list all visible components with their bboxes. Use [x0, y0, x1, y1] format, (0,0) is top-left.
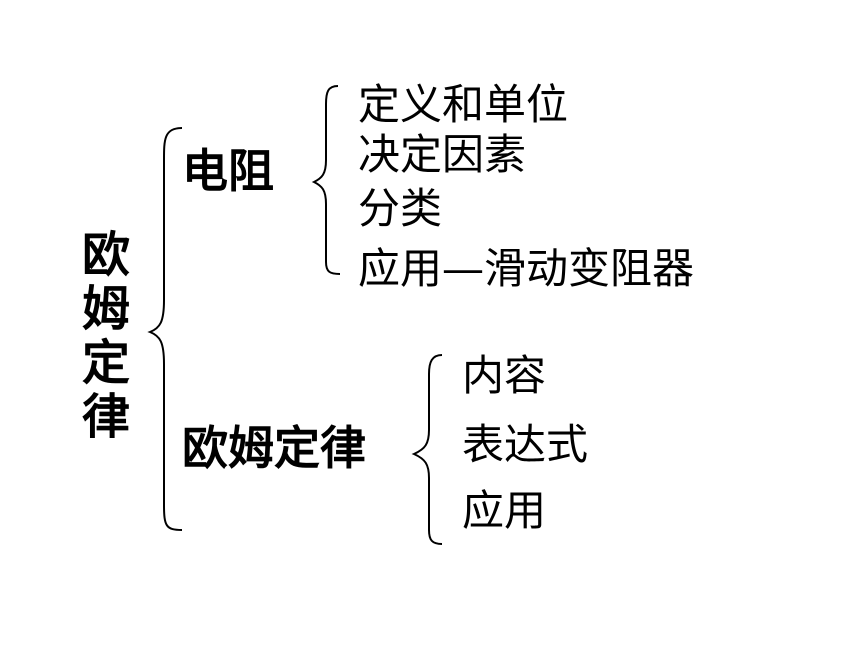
root-topic-label: 欧姆定律	[81, 227, 130, 445]
leaf-content: 内容	[462, 351, 547, 400]
leaf-classification: 分类	[358, 184, 443, 233]
leaf-application-rheostat: 应用—滑动变阻器	[358, 244, 695, 293]
branch-label-resistance: 电阻	[182, 144, 274, 198]
root-brace	[147, 127, 183, 531]
branch-label-ohms-law: 欧姆定律	[182, 421, 366, 475]
leaf-determining-factors: 决定因素	[358, 130, 527, 179]
leaf-application: 应用	[462, 486, 547, 535]
leaf-definition-and-unit: 定义和单位	[358, 80, 569, 129]
ohm-law-brace	[411, 354, 443, 545]
resistance-brace	[311, 85, 341, 275]
leaf-expression: 表达式	[462, 420, 589, 469]
